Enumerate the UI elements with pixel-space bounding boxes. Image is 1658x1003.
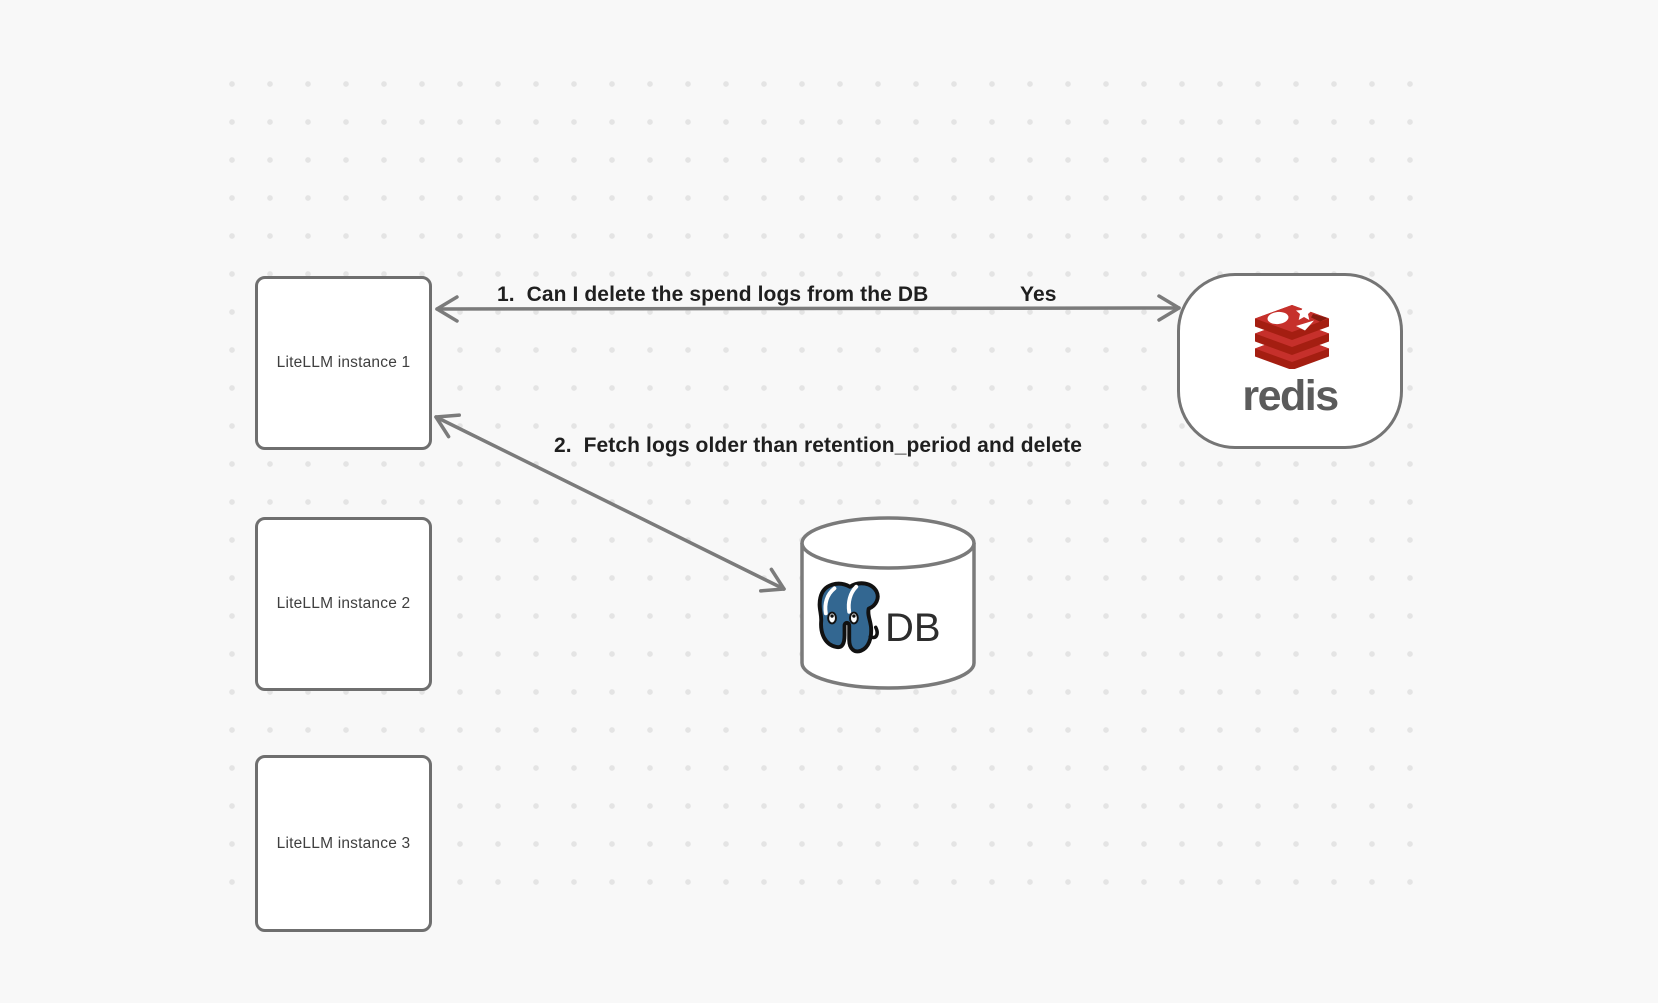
arrow-label-fetch-logs[interactable]: 2. Fetch logs older than retention_perio… (554, 434, 1083, 457)
node-litellm-instance-2[interactable]: LiteLLM instance 2 (255, 517, 432, 691)
arrow-label-delete-spend-logs[interactable]: 1. Can I delete the spend logs from the … (497, 283, 929, 306)
postgresql-elephant-icon (817, 581, 880, 654)
arrow-instance1-db[interactable] (434, 413, 786, 593)
node-litellm-instance-3-label: LiteLLM instance 3 (276, 834, 411, 852)
arrow-label-yes[interactable]: Yes (1020, 283, 1057, 306)
db-label: DB (885, 606, 941, 650)
node-litellm-instance-2-label: LiteLLM instance 2 (276, 595, 411, 612)
node-db-cylinder[interactable]: DB (797, 515, 979, 691)
node-litellm-instance-3[interactable]: LiteLLM instance 3 (255, 755, 432, 932)
node-litellm-instance-1[interactable]: LiteLLM instance 1 (255, 276, 432, 450)
redis-stack-icon (1255, 305, 1329, 369)
redis-wordmark: redis (1242, 372, 1339, 420)
node-litellm-instance-1-label: LiteLLM instance 1 (276, 354, 411, 371)
arrow-instance1-redis[interactable] (435, 294, 1181, 323)
node-redis[interactable]: redis (1177, 273, 1403, 449)
